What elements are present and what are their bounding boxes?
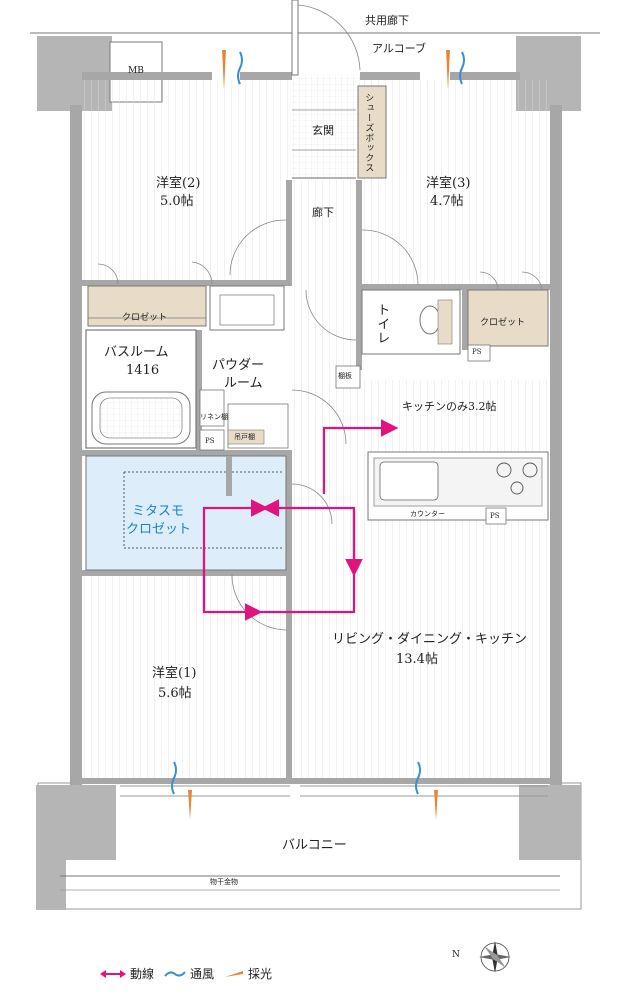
label-yoshitsu1: 洋室(1)	[152, 666, 197, 681]
balcony-column-right	[519, 785, 581, 860]
compass-icon	[479, 941, 511, 973]
label-powder-room: ルーム	[224, 376, 263, 391]
label-ps-1: PS	[205, 437, 215, 445]
label-yoshitsu2-size: 5.0帖	[160, 194, 194, 209]
label-toilet: トイレ	[374, 303, 390, 345]
room-yoshitsu3-floor	[362, 80, 550, 285]
label-genkan: 玄関	[312, 124, 334, 137]
label-mitasumo: ミタスモ	[132, 504, 185, 519]
label-ldk-size: 13.4帖	[396, 652, 438, 667]
legend: 動線 通風 採光	[100, 965, 272, 982]
label-closet-3: クロゼット	[480, 318, 526, 328]
label-kitchen-only: キッチンのみ3.2帖	[402, 400, 497, 413]
sink-icon	[379, 461, 439, 501]
label-yoshitsu3-size: 4.7帖	[430, 194, 464, 209]
movement-route	[202, 419, 399, 621]
mitasumo-closet	[85, 455, 287, 571]
washbasin	[209, 285, 285, 331]
label-yoshitsu2: 洋室(2)	[156, 176, 201, 191]
light-marks	[188, 50, 450, 820]
label-tsuridana: 吊戸棚	[234, 433, 255, 441]
label-counter: カウンター	[410, 510, 445, 518]
hallway-floor	[292, 180, 360, 380]
label-north: N	[452, 950, 460, 960]
label-mitasumo-closet: クロゼット	[126, 522, 192, 537]
legend-light: 採光	[224, 965, 272, 982]
label-roka: 廊下	[312, 206, 334, 219]
stove-icon	[496, 462, 538, 495]
label-ps-2: PS	[472, 348, 482, 356]
wind-icon	[164, 970, 186, 977]
legend-wind: 通風	[164, 965, 214, 982]
label-yoshitsu1-size: 5.6帖	[158, 686, 192, 701]
label-monohoshi: 物干金物	[210, 878, 238, 886]
label-mb: MB	[128, 66, 144, 76]
closet-yoshitsu3	[467, 289, 549, 347]
wind-marks	[171, 51, 465, 795]
closet-yoshitsu2	[87, 285, 207, 327]
room-yoshitsu2-floor	[82, 80, 292, 280]
label-closet-2: クロゼット	[122, 313, 168, 323]
label-yoshitsu3: 洋室(3)	[426, 176, 471, 191]
label-ldk: リビング・ダイニング・キッチン	[332, 632, 528, 647]
route-arrow-icon	[100, 969, 126, 978]
label-alcove: アルコーブ	[372, 42, 427, 55]
label-kyoyo-roka: 共用廊下	[365, 14, 409, 27]
label-bathroom: バスルーム	[104, 345, 169, 360]
genkan-floor	[292, 75, 360, 180]
legend-route: 動線	[100, 965, 154, 982]
label-bathroom-size: 1416	[126, 363, 160, 378]
label-tana: 棚板	[338, 372, 352, 380]
label-linen: リネン棚	[200, 413, 228, 421]
label-powder: パウダー	[212, 358, 265, 373]
label-ps-3: PS	[490, 512, 500, 520]
light-icon	[225, 970, 244, 977]
balcony-column-left	[36, 785, 116, 860]
label-balcony: バルコニー	[282, 838, 347, 853]
label-shoes-box: シューズボックス	[363, 93, 374, 173]
ldk-floor	[292, 380, 550, 780]
shoes-box	[357, 85, 387, 179]
